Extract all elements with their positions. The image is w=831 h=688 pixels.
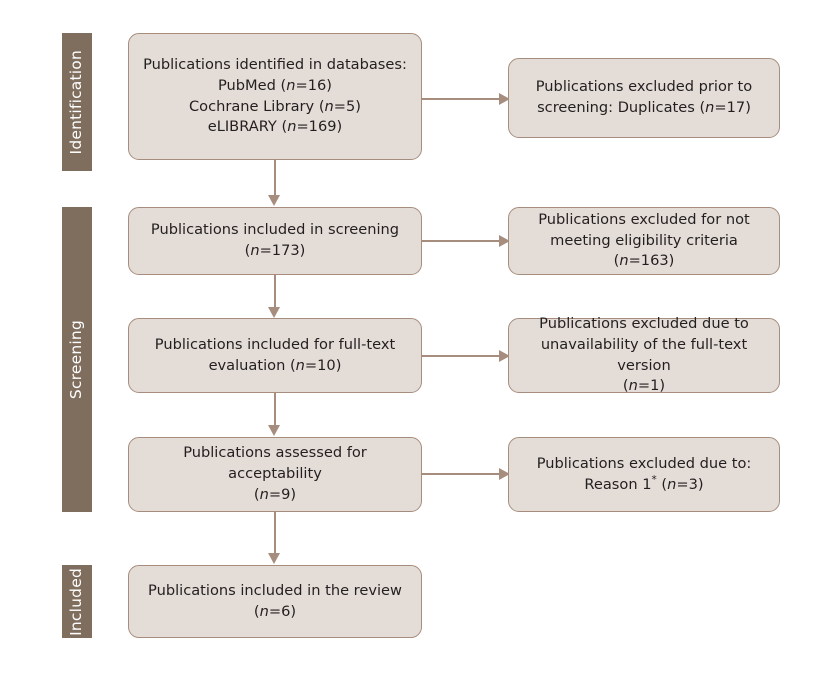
node-publications-included-in-screening: Publications included in screening (n=17…: [128, 207, 422, 275]
arrow-right-icon: [499, 350, 510, 362]
node-publications-excluded-unavailable-text: Publications excluded due to unavailabil…: [539, 315, 749, 395]
stage-bar-identification: Identification: [62, 33, 92, 171]
node-publications-included-in-screening-text: Publications included in screening (n=17…: [150, 221, 400, 259]
arrow-down-icon: [268, 553, 280, 564]
node-publications-identified-text: Publications identified in databases: Pu…: [143, 56, 407, 136]
node-publications-excluded-duplicates-text: Publications excluded prior to screening…: [535, 78, 753, 116]
node-publications-excluded-eligibility: Publications excluded for not meeting el…: [508, 207, 780, 275]
node-publications-excluded-reasons-text: Publications excluded due to: Reason 1* …: [536, 454, 752, 493]
node-publications-excluded-duplicates: Publications excluded prior to screening…: [508, 58, 780, 138]
stage-bar-screening: Screening: [62, 207, 92, 512]
arrow-down-icon: [268, 425, 280, 436]
arrow-right-icon: [499, 468, 510, 480]
stage-bar-identification-label: Identification: [67, 49, 86, 155]
arrow-right-icon: [499, 93, 510, 105]
stage-bar-screening-label: Screening: [67, 319, 86, 400]
arrow-down-icon: [268, 307, 280, 318]
node-publications-excluded-unavailable: Publications excluded due to unavailabil…: [508, 315, 780, 394]
arrow-right-icon: [499, 235, 510, 247]
node-publications-included-full-text: Publications included for full-text eval…: [128, 318, 422, 393]
node-publications-included-full-text-text: Publications included for full-text eval…: [154, 335, 396, 374]
node-publications-assessed-acceptability: Publications assessed for acceptability …: [128, 437, 422, 512]
node-publications-assessed-acceptability-text: Publications assessed for acceptability …: [183, 444, 367, 503]
stage-bar-included-label: Included: [67, 567, 86, 636]
node-publications-excluded-reasons: Publications excluded due to: Reason 1* …: [508, 437, 780, 512]
arrow-down-icon: [268, 195, 280, 206]
node-publications-identified: Publications identified in databases: Pu…: [128, 33, 422, 160]
stage-bar-included: Included: [62, 565, 92, 638]
node-publications-included-review: Publications included in the review (n=6…: [128, 565, 422, 638]
node-publications-included-review-text: Publications included in the review (n=6…: [148, 581, 402, 620]
node-publications-excluded-eligibility-text: Publications excluded for not meeting el…: [538, 210, 750, 270]
